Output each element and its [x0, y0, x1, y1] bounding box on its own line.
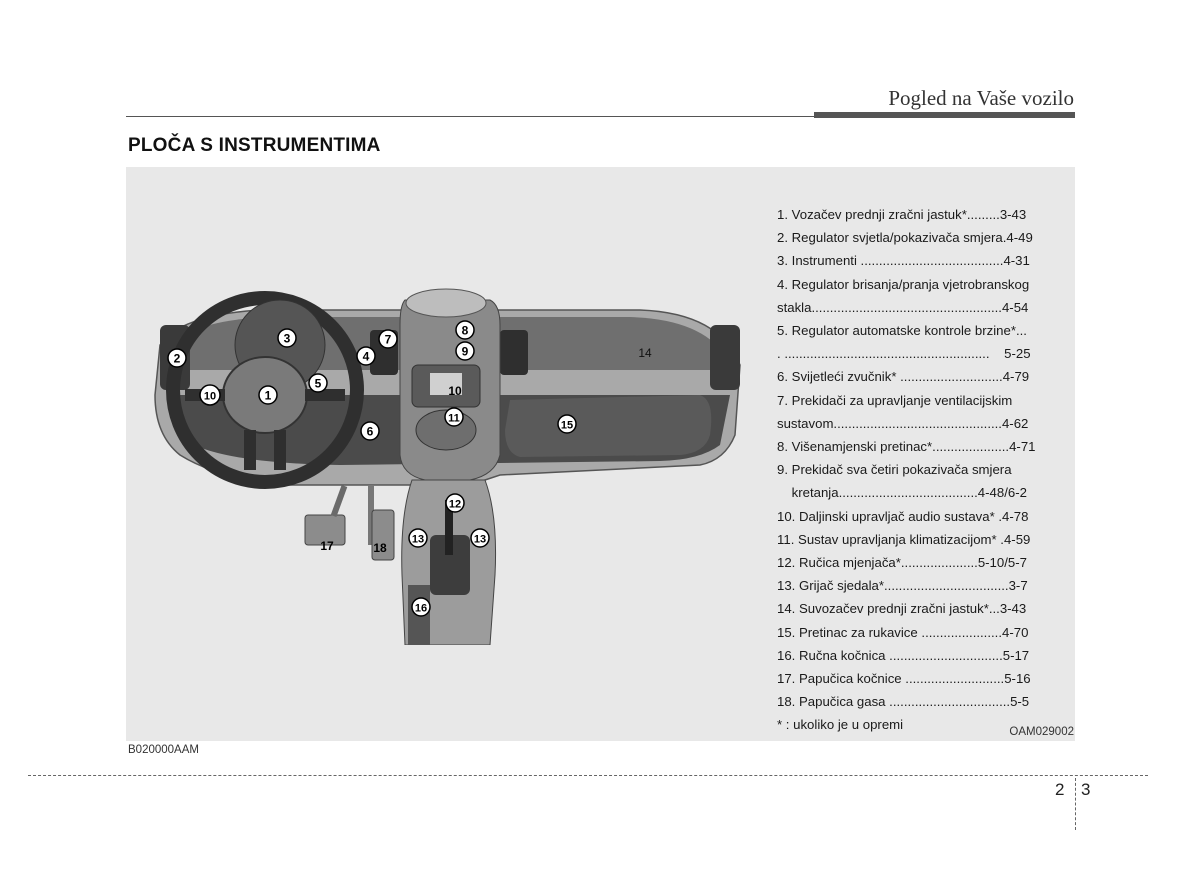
svg-text:13: 13	[474, 534, 486, 546]
legend-item: 14. Suvozačev prednji zračni jastuk*...3…	[777, 601, 1027, 617]
legend-footnote: * : ukoliko je u opremi	[777, 717, 904, 733]
top-dome	[405, 288, 487, 318]
svg-text:1: 1	[265, 389, 272, 403]
legend-item: 12. Ručica mjenjača*....................…	[777, 555, 1027, 571]
svg-text:15: 15	[561, 420, 573, 432]
legend-item: sustavom................................…	[777, 415, 1029, 431]
legend-item: 7. Prekidači za upravljanje ventilacijsk…	[777, 392, 1013, 408]
brake-arm	[330, 484, 348, 518]
callout-15: 15	[557, 414, 577, 434]
legend-item: 15. Pretinac za rukavice ...............…	[777, 624, 1029, 640]
callout-16: 16	[411, 597, 431, 617]
section-code: B020000AAM	[128, 744, 199, 756]
svg-text:13: 13	[412, 534, 424, 546]
svg-text:10: 10	[448, 384, 462, 398]
figure-code: OAM029002	[1009, 726, 1074, 738]
legend-item: 16. Ručna kočnica ......................…	[777, 647, 1030, 663]
svg-text:8: 8	[462, 324, 469, 338]
svg-text:18: 18	[373, 541, 387, 555]
callout-13-right: 13	[470, 528, 490, 548]
callout-markers: 1 2 3 4 5 6 7 8 9 10 10 11 12 13 13 14 1…	[167, 320, 652, 617]
legend-item: 1. Vozačev prednji zračni jastuk*.......…	[777, 207, 1027, 222]
callout-1: 1	[258, 385, 278, 405]
legend-item: kretanja................................…	[777, 485, 1027, 501]
callout-14: 14	[638, 346, 652, 360]
svg-text:17: 17	[320, 539, 334, 553]
legend-item: stakla..................................…	[777, 299, 1029, 315]
right-vent	[710, 325, 740, 390]
callout-4: 4	[356, 346, 376, 366]
glove-box	[505, 395, 712, 457]
svg-text:7: 7	[385, 333, 392, 347]
brake-pedal	[304, 514, 346, 546]
legend-item: 13. Grijač sjedala*.....................…	[777, 578, 1028, 594]
legend-list: 1. Vozačev prednji zračni jastuk*.......…	[777, 203, 1062, 737]
callout-17: 17	[320, 539, 334, 553]
legend-item: . ......................................…	[777, 346, 1031, 362]
steering-column	[368, 485, 374, 545]
svg-text:9: 9	[462, 345, 469, 359]
callout-9: 9	[455, 341, 475, 361]
svg-text:4: 4	[363, 350, 370, 364]
header-rule	[126, 116, 814, 117]
legend-item: 6. Svijetleći zvučnik* .................…	[777, 369, 1030, 385]
shifter-gate	[430, 535, 470, 595]
svg-text:6: 6	[367, 425, 374, 439]
callout-3: 3	[277, 328, 297, 348]
callout-5: 5	[308, 373, 328, 393]
callout-11: 11	[444, 407, 464, 427]
callout-8: 8	[455, 320, 475, 340]
audio-display	[430, 373, 462, 395]
header-rule-accent	[814, 112, 1075, 118]
gear-shift	[445, 500, 453, 555]
legend-item: 4. Regulator brisanja/pranja vjetrobrans…	[777, 276, 1030, 292]
legend-item: 8. Višenamjenski pretinac*..............…	[777, 439, 1036, 455]
svg-text:16: 16	[415, 603, 427, 615]
dashboard-illustration: 1 2 3 4 5 6 7 8 9 10 10 11 12 13 13 14 1…	[154, 288, 741, 645]
svg-text:3: 3	[284, 332, 291, 346]
center-right-vent	[500, 330, 528, 375]
svg-text:10: 10	[204, 391, 216, 403]
legend-item: 10. Daljinski upravljač audio sustava* .…	[777, 508, 1029, 524]
legend-item: 18. Papučica gasa ......................…	[777, 694, 1030, 710]
callout-7: 7	[378, 329, 398, 349]
svg-text:14: 14	[638, 346, 652, 360]
footer-divider	[28, 775, 1148, 776]
legend-item: 17. Papučica kočnice ...................…	[777, 671, 1031, 687]
svg-text:5: 5	[315, 377, 322, 391]
legend-item: 2. Regulator svjetla/pokazivača smjera.4…	[777, 230, 1033, 246]
legend-item: 11. Sustav upravljanja klimatizacijom* .…	[777, 531, 1031, 547]
legend-item: 5. Regulator automatske kontrole brzine*…	[777, 323, 1027, 339]
callout-18: 18	[373, 541, 387, 555]
callout-10-left: 10	[199, 384, 221, 406]
callout-10-center: 10	[448, 384, 462, 398]
chapter-number: 2	[1055, 780, 1065, 799]
svg-text:2: 2	[174, 352, 181, 366]
accelerator-pedal	[371, 509, 395, 561]
running-header: Pogled na Vaše vozilo	[888, 86, 1074, 110]
section-title: PLOČA S INSTRUMENTIMA	[128, 135, 381, 156]
legend-item: 3. Instrumenti .........................…	[777, 253, 1030, 269]
callout-13-left: 13	[408, 528, 428, 548]
svg-text:12: 12	[449, 499, 461, 511]
page-number: 3	[1081, 780, 1091, 799]
callout-12: 12	[445, 493, 465, 513]
legend-item: 9. Prekidač sva četiri pokazivača smjera	[777, 462, 1012, 478]
steering-wheel-rim	[166, 291, 364, 489]
svg-text:11: 11	[448, 413, 460, 425]
callout-2: 2	[167, 348, 187, 368]
callout-6: 6	[360, 421, 380, 441]
page-number-divider	[1075, 778, 1076, 830]
